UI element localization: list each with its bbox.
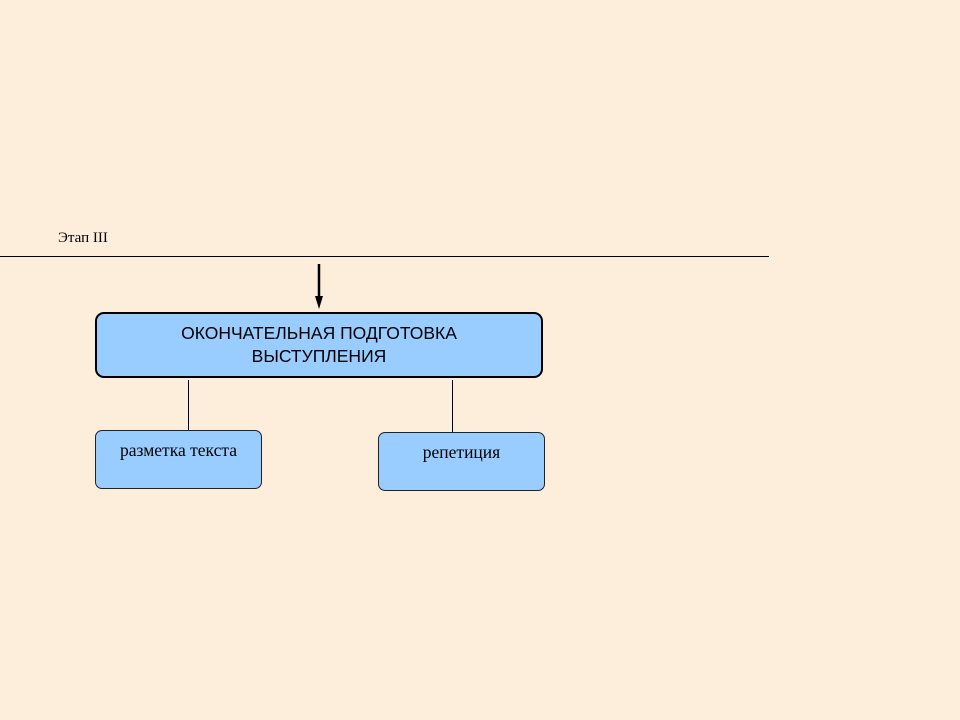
main-step-box: ОКОНЧАТЕЛЬНАЯ ПОДГОТОВКА ВЫСТУПЛЕНИЯ <box>95 312 543 378</box>
arrow-head <box>315 296 323 309</box>
stage-label: Этап III <box>58 230 108 246</box>
down-arrow <box>315 264 323 309</box>
substep-box-text-markup: разметка текста <box>95 430 262 489</box>
substep-box-rehearsal: репетиция <box>378 432 545 491</box>
connector-left <box>188 380 189 430</box>
connector-right <box>452 380 453 432</box>
stage-divider-line <box>0 256 769 257</box>
